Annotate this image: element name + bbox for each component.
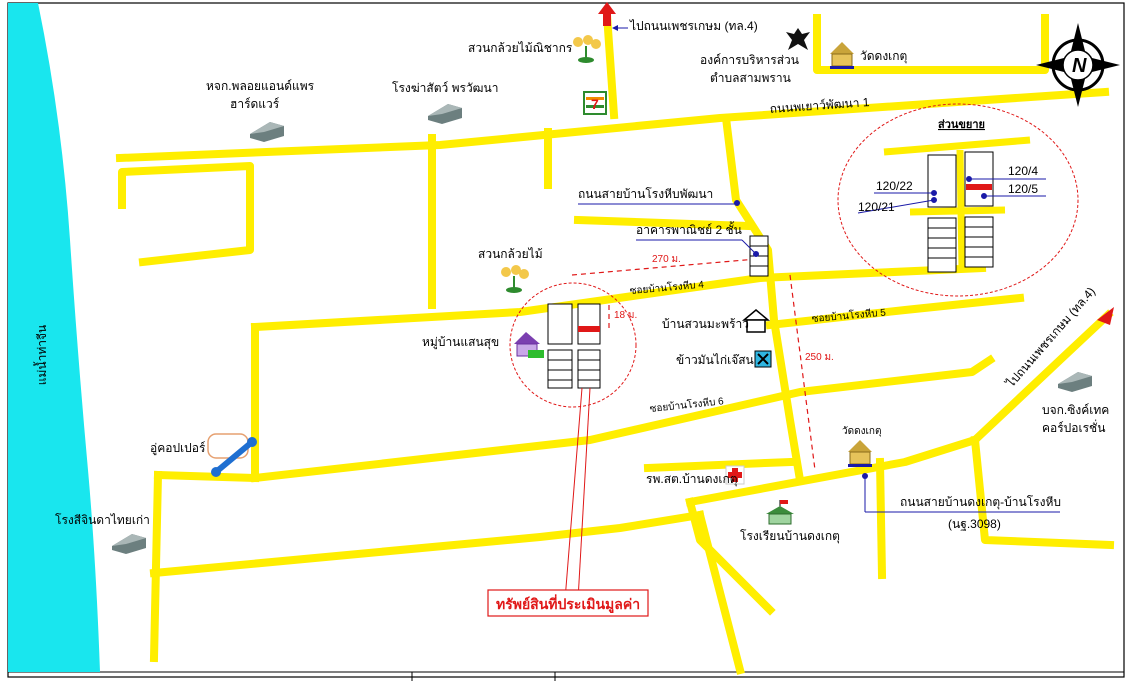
subject-area-circle [509,282,637,408]
road-east-1 [875,457,887,580]
road-left-west [153,470,260,483]
label-chicken-rice: ข้าวมันไก่เจ๊สน [676,353,754,367]
river [8,3,100,672]
label-wat-mid: วัดดงเกตุ [842,426,881,437]
road-label-to-phetkasem-top: ไปถนนเพชรเกษม (ทล.4) [629,19,758,33]
warehouse-icon [428,104,462,124]
commercial-building [749,235,769,277]
label-sao-2: ตำบลสามพราน [710,71,791,85]
inset-subject-parcel [966,184,992,190]
svg-text:N: N [1072,55,1087,77]
garuda-icon [786,28,810,50]
road-soi6 [250,354,996,483]
warehouse-icon [250,122,284,142]
inset-lot-120-22: 120/22 [876,179,913,193]
road-soi5 [765,293,1025,330]
label-banana-garden-top: สวนกล้วยไม้ณิชากร [468,41,573,55]
road-label-dongket: ถนนสายบ้านดงเกตุ-บ้านโรงหีบ [900,495,1061,510]
road-south-2 [695,510,745,675]
label-hardware-1: หจก.พลอยแอนด์แพร [206,79,315,93]
hospital-icon [725,465,745,485]
inset-lot-120-5: 120/5 [1008,182,1038,196]
temple-icon [830,42,854,69]
inset-leaders [857,176,1046,214]
warehouse-icon [1058,372,1092,392]
road-soi4 [250,263,987,332]
seven-eleven-icon: 7 [583,91,607,115]
label-coconut-house: บ้านสวนมะพร้าว [662,317,749,331]
road-wat-top [813,14,1049,74]
road-label-rong-heep: ถนนสายบ้านโรงหีบพัฒนา [578,187,713,201]
warehouse-icon [112,534,146,554]
school-icon [766,500,794,525]
road-label-dongket-code: (นฐ.3098) [948,517,1001,531]
river-label: แม่น้ำท่าจีน [33,325,49,385]
inset-title: ส่วนขยาย [938,119,985,131]
roads [115,10,1115,675]
arrow-east-road [1097,307,1114,325]
label-sao-1: องค์การบริหารส่วน [700,53,799,67]
label-hardware-2: ฮาร์ดแวร์ [230,97,280,111]
label-garage: อู่คอปเปอร์ [150,441,206,456]
inset-roads [883,136,1031,269]
restaurant-icon [754,350,772,368]
road-pheyao-1 [115,87,1110,163]
label-village: หมู่บ้านแสนสุข [422,335,499,350]
distance-250: 250 ม. [805,352,834,363]
road-left-vert [149,470,163,663]
label-old-dye: โรงสีจินดาไทยเก่า [55,513,150,527]
label-school: โรงเรียนบ้านดงเกตุ [740,529,840,544]
temple-icon [848,440,872,467]
inset-circle [837,103,1079,297]
distance-lines [571,257,816,471]
road-branch-3 [573,215,753,231]
label-wat-top: วัดดงเกตุ [860,49,907,64]
distance-18: 18 ม. [614,310,637,321]
orchid-icon [501,265,529,293]
road-east-2 [970,435,1115,550]
road-north-top [602,10,619,120]
road-south [149,510,705,578]
inset-lot-120-21: 120/21 [858,200,895,214]
village-icon [514,332,544,358]
subject-parcel [578,326,600,332]
label-company-2: คอร์ปอเรชั่น [1042,419,1105,435]
label-slaughter: โรงฆ่าสัตว์ พรวัฒนา [392,81,498,95]
inset-lot-120-4: 120/4 [1008,164,1038,178]
wrench-icon [207,433,257,477]
subject-lots [547,303,601,389]
road-south-3 [685,497,776,616]
north-arrow-icon: N [1036,23,1120,107]
label-company-1: บจก.ซิงค์เทค [1042,403,1109,417]
road-rong-heep [721,113,805,485]
subject-label-box [487,589,649,617]
distance-270: 270 ม. [652,254,681,265]
subject-label: ทรัพย์สินที่ประเมินมูลค่า [496,594,640,613]
label-banana-garden: สวนกล้วยไม้ [478,247,543,261]
road-label-pheyao: ถนนพเยาว์พัฒนา 1 [769,95,870,116]
orchid-icon [573,35,601,63]
road-left-loop [118,162,254,267]
house-icon [741,309,771,333]
label-hospital: รพ.สต.บ้านดงเกตุ [646,472,738,487]
arrow-north-road [598,2,616,26]
road-hosp [643,457,795,473]
svg-text:7: 7 [591,96,599,112]
label-commercial: อาคารพาณิชย์ 2 ชั้น [636,221,742,237]
